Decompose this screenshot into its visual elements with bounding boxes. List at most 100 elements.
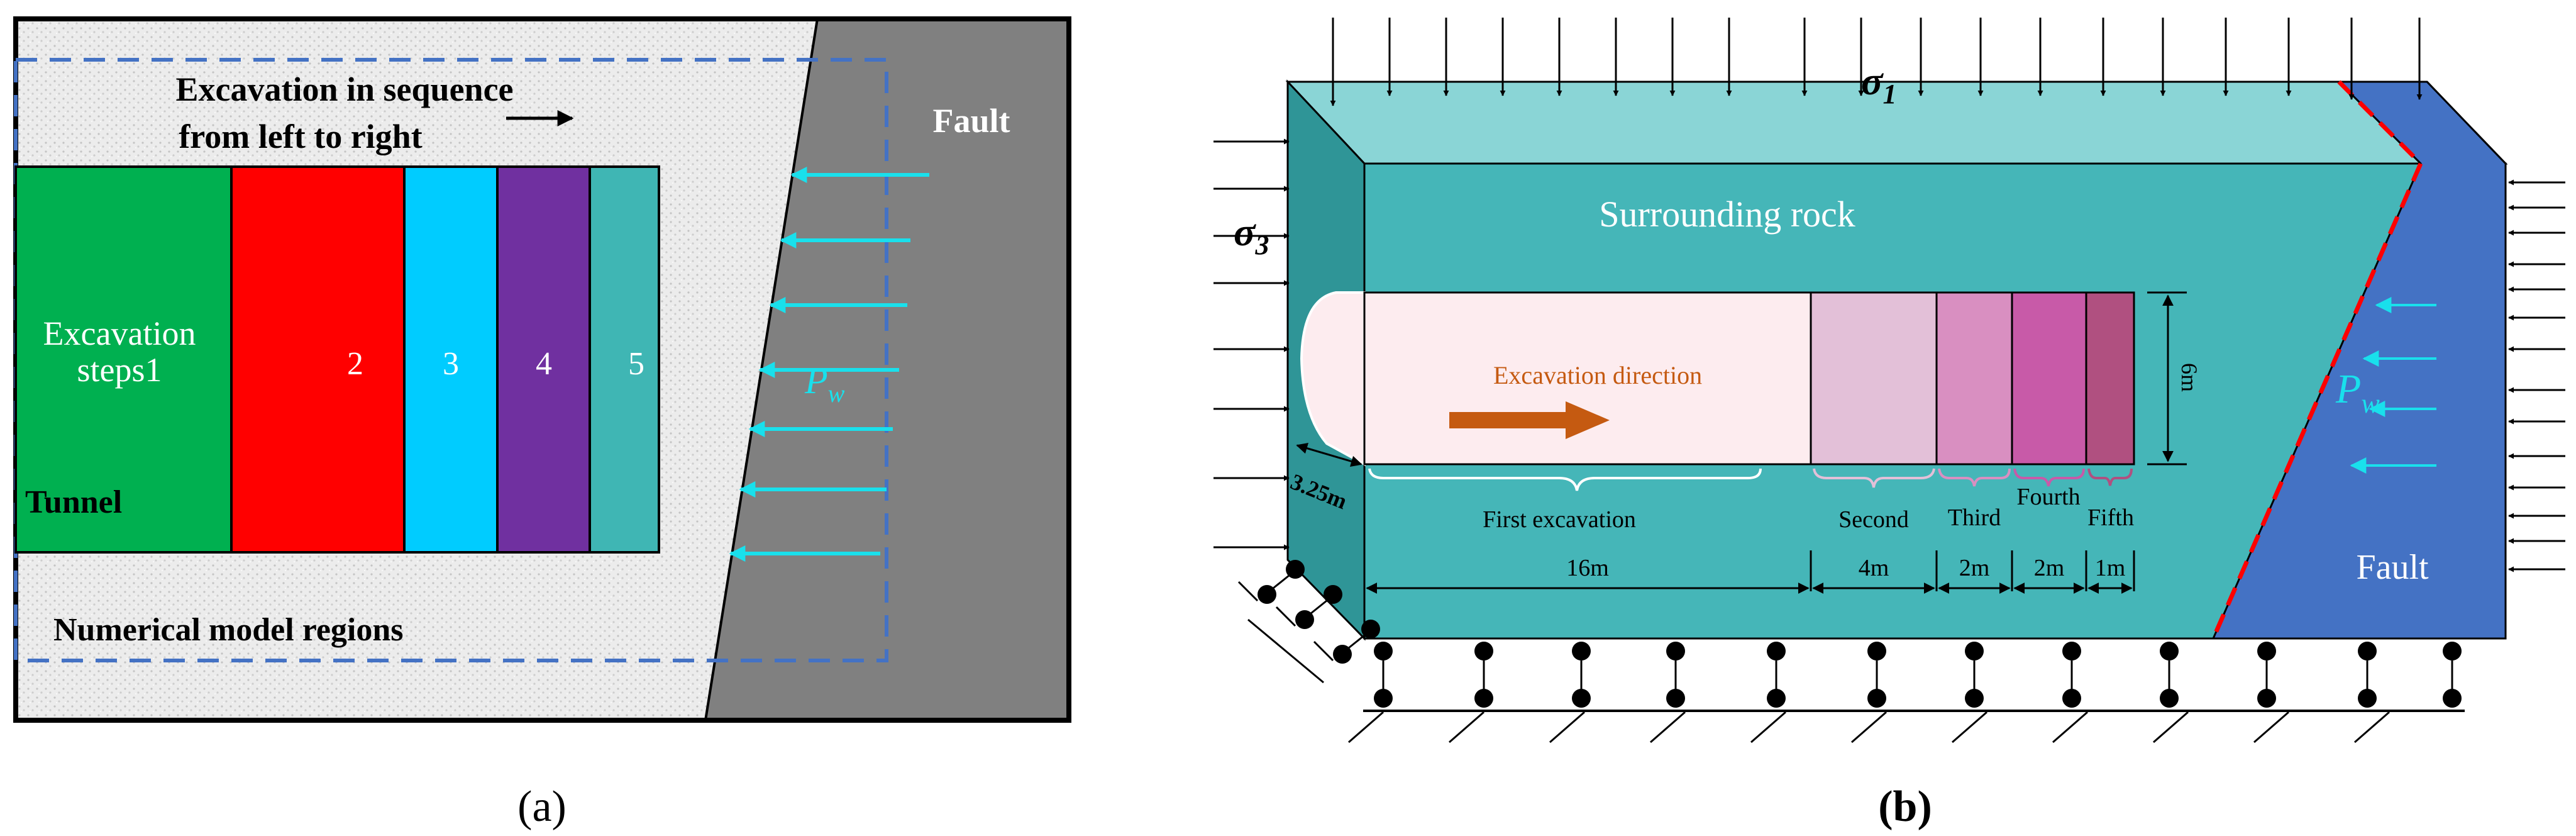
support-roller <box>2257 642 2276 660</box>
fault-label-b: Fault <box>2356 548 2429 587</box>
dim-label-16m: 16m <box>1566 555 1609 581</box>
water-pressure-arrows <box>729 167 929 562</box>
fault-plane-line <box>2211 80 2424 640</box>
brace-fifth <box>2087 468 2133 486</box>
excavation-direction-label: Excavation direction <box>1493 361 1702 389</box>
support-roller <box>2062 689 2081 708</box>
step2-label: 2 <box>347 346 363 382</box>
step5-label: 5 <box>628 346 644 382</box>
fault-block <box>2211 81 2507 640</box>
ground-hatch <box>1348 711 1384 744</box>
support-roller <box>2358 642 2377 660</box>
step1-label-line1: Excavation <box>43 315 196 352</box>
side-support-link <box>1310 599 1327 615</box>
sequence-text-line2: from left to right <box>179 118 422 155</box>
height-dimension-label: 6m <box>2177 363 2202 392</box>
support-roller <box>1474 689 1493 708</box>
support-roller <box>1374 689 1393 708</box>
ground-hatch <box>2153 711 2189 744</box>
stage-label-first: First excavation <box>1483 506 1636 533</box>
side-ground-line <box>1247 618 1324 684</box>
support-roller <box>1867 642 1886 660</box>
brace-second <box>1813 468 1935 488</box>
side-support-link <box>1273 574 1290 589</box>
rock-top-face <box>1285 81 2508 165</box>
support-roller <box>2443 642 2462 660</box>
dim-label-1m: 1m <box>2095 555 2126 581</box>
step3-label: 3 <box>443 346 459 382</box>
excavation-stage-fourth <box>2011 291 2087 465</box>
excavation-direction-arrow <box>1449 401 1610 439</box>
ground-hatch <box>2253 711 2289 744</box>
ground-hatch <box>2354 711 2390 744</box>
excavation-stage-third <box>1935 291 2013 465</box>
dim-label-2m-a: 2m <box>1959 555 1990 581</box>
panel-b: Surrounding rock Fault Excavation direct… <box>1213 18 2565 831</box>
stage-label-second: Second <box>1838 506 1909 533</box>
ground-hatch <box>1549 711 1585 744</box>
right-boundary-arrows <box>2508 179 2565 572</box>
ground-hatch <box>1952 711 1987 744</box>
support-roller <box>1666 642 1685 660</box>
ground-hatch <box>2052 711 2088 744</box>
fault-label: Fault <box>932 102 1010 140</box>
length-dimension-line <box>1363 550 2135 594</box>
support-roller <box>2443 689 2462 708</box>
excavation-step-5 <box>589 165 660 554</box>
sequence-text-line1: Excavation in sequence <box>175 70 513 108</box>
sigma1-label: σ1 <box>1861 59 1897 109</box>
sigma1-load-arrows <box>1330 18 2423 106</box>
ground-hatch <box>1750 711 1786 744</box>
panel-a: Excavation steps1 2 3 4 5 Excavation in … <box>13 16 1071 831</box>
support-roller <box>2257 689 2276 708</box>
surrounding-rock-label: Surrounding rock <box>1599 194 1855 235</box>
step4-label: 4 <box>536 346 552 382</box>
excavation-stage-fifth <box>2085 291 2135 465</box>
support-roller <box>1767 642 1786 660</box>
brace-fourth <box>2013 468 2085 487</box>
ground-hatch <box>1449 711 1484 744</box>
excavation-stage-second <box>1810 291 1938 465</box>
brace-third <box>1938 468 2011 487</box>
support-roller <box>2160 642 2179 660</box>
ground-hatch <box>1851 711 1887 744</box>
tunnel-face <box>1300 291 1366 467</box>
side-roller-supports <box>1237 560 1380 684</box>
tunnel-label: Tunnel <box>25 484 122 520</box>
excavation-step-2 <box>230 165 406 554</box>
pw-symbol: Pw <box>804 360 845 408</box>
dim-label-2m-b: 2m <box>2034 555 2065 581</box>
side-ground-hatch <box>1275 606 1296 627</box>
support-roller <box>2062 642 2081 660</box>
sigma3-load-arrows <box>1213 138 1290 550</box>
support-roller <box>1767 689 1786 708</box>
excavation-step-3 <box>403 165 499 554</box>
step1-label-line2: steps1 <box>77 351 162 389</box>
support-roller <box>1374 642 1393 660</box>
support-roller <box>1965 642 1984 660</box>
brace-first <box>1368 468 1762 491</box>
support-roller <box>1474 642 1493 660</box>
excavation-stage-first <box>1363 291 1812 465</box>
sigma3-label: σ3 <box>1234 209 1269 260</box>
pw-symbol-b: Pw <box>2335 366 2380 419</box>
dim-label-4m: 4m <box>1859 555 1889 581</box>
side-support-roller <box>1361 620 1380 638</box>
support-roller <box>1867 689 1886 708</box>
excavation-step-4 <box>496 165 591 554</box>
support-roller <box>1572 689 1591 708</box>
stage-label-third: Third <box>1948 504 2001 531</box>
caption-b: (b) <box>1878 783 1932 831</box>
side-support-roller <box>1333 645 1352 664</box>
side-support-roller <box>1324 585 1342 604</box>
stage-label-fourth: Fourth <box>2016 484 2080 510</box>
numerical-model-region-frame <box>14 58 888 662</box>
fault-water-pressure-arrows <box>2350 297 2436 474</box>
side-support-roller <box>1286 560 1305 579</box>
support-roller <box>1572 642 1591 660</box>
support-roller <box>1965 689 1984 708</box>
support-roller <box>1666 689 1685 708</box>
caption-a: (a) <box>517 783 567 831</box>
stage-label-fifth: Fifth <box>2087 504 2134 531</box>
